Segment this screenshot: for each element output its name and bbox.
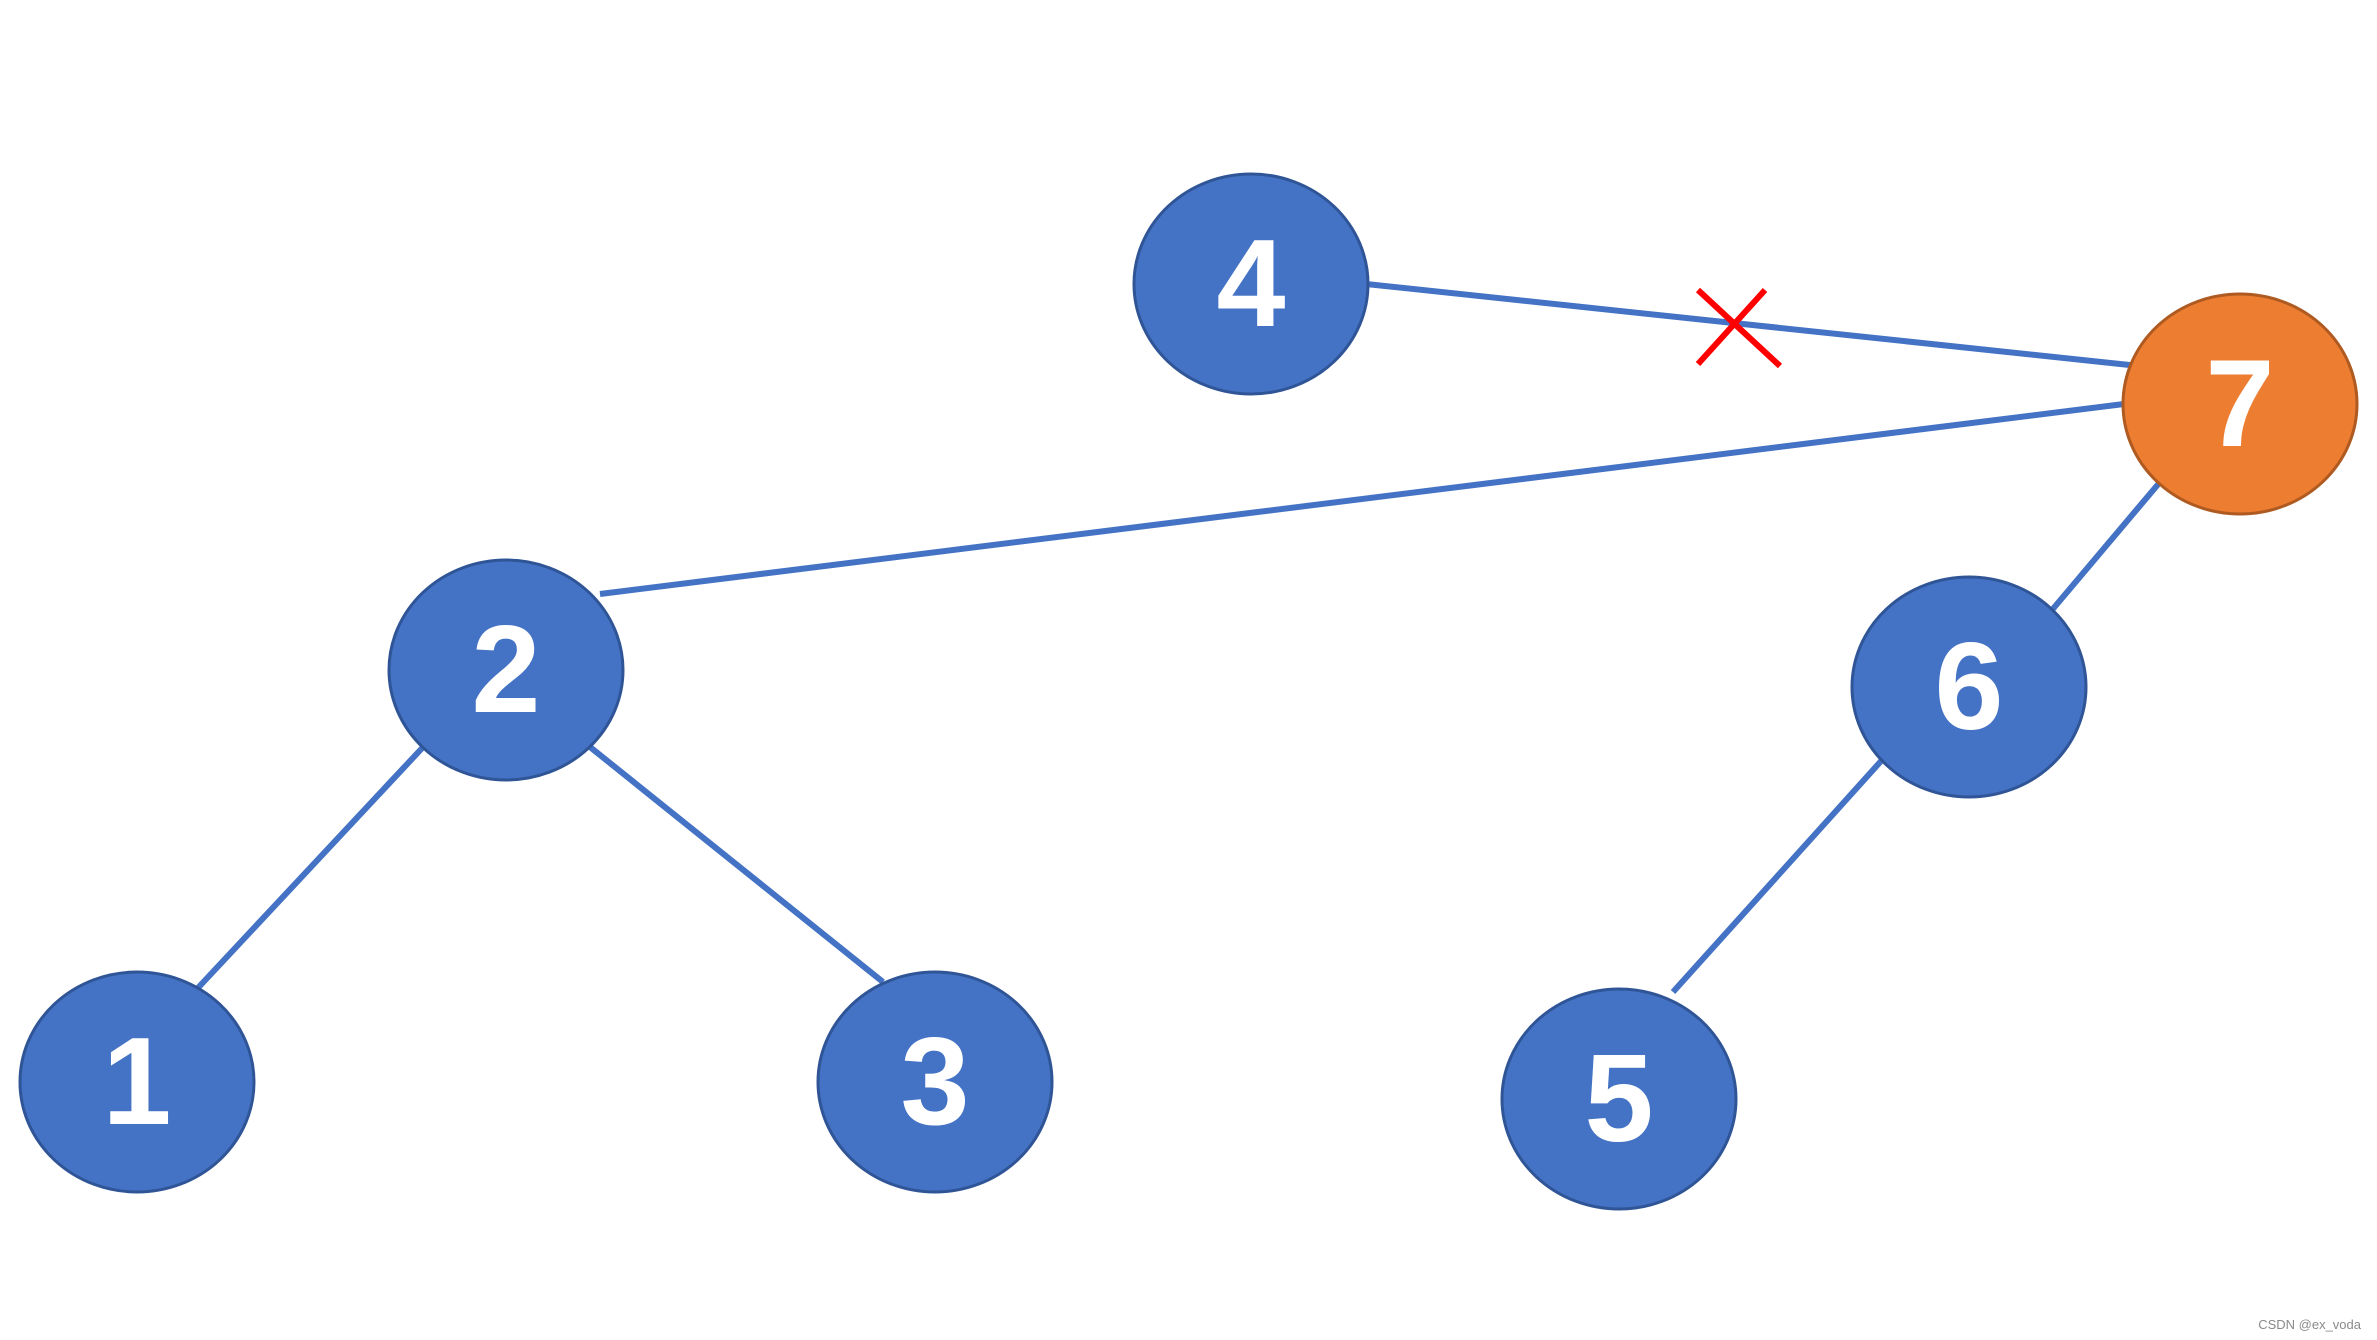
node-label: 7 <box>2206 335 2275 473</box>
x-mark-stroke-b <box>1695 287 1768 367</box>
edge-7-6 <box>2049 480 2163 612</box>
node-circle <box>387 558 625 782</box>
x-mark-stroke-a <box>1695 287 1783 369</box>
tree-node-4: 4 <box>1132 172 1370 396</box>
node-label: 3 <box>901 1013 970 1151</box>
edge-2-1 <box>193 742 428 993</box>
tree-node-1: 1 <box>18 970 256 1194</box>
node-circle <box>1132 172 1370 396</box>
edge-4-7-removed <box>1365 281 2140 369</box>
node-label: 1 <box>103 1013 172 1151</box>
tree-node-5: 5 <box>1500 987 1738 1211</box>
edge-2-3 <box>588 744 885 985</box>
node-label: 2 <box>472 601 541 739</box>
edge-7-2 <box>599 401 2125 597</box>
node-circle <box>1850 575 2088 799</box>
tree-node-6: 6 <box>1850 575 2088 799</box>
node-circle <box>2121 292 2359 516</box>
node-label: 4 <box>1217 215 1286 353</box>
tree-node-3: 3 <box>816 970 1054 1194</box>
tree-node-7: 7 <box>2121 292 2359 516</box>
node-circle <box>18 970 256 1194</box>
red-x-mark-icon <box>1695 287 1783 369</box>
node-label: 5 <box>1585 1030 1654 1168</box>
tree-node-2: 2 <box>387 558 625 782</box>
node-circle <box>816 970 1054 1194</box>
node-label: 6 <box>1935 618 2004 756</box>
edge-6-5 <box>1670 757 1885 995</box>
node-circle <box>1500 987 1738 1211</box>
edges <box>193 281 2163 995</box>
watermark-text: CSDN @ex_voda <box>2258 1317 2361 1332</box>
